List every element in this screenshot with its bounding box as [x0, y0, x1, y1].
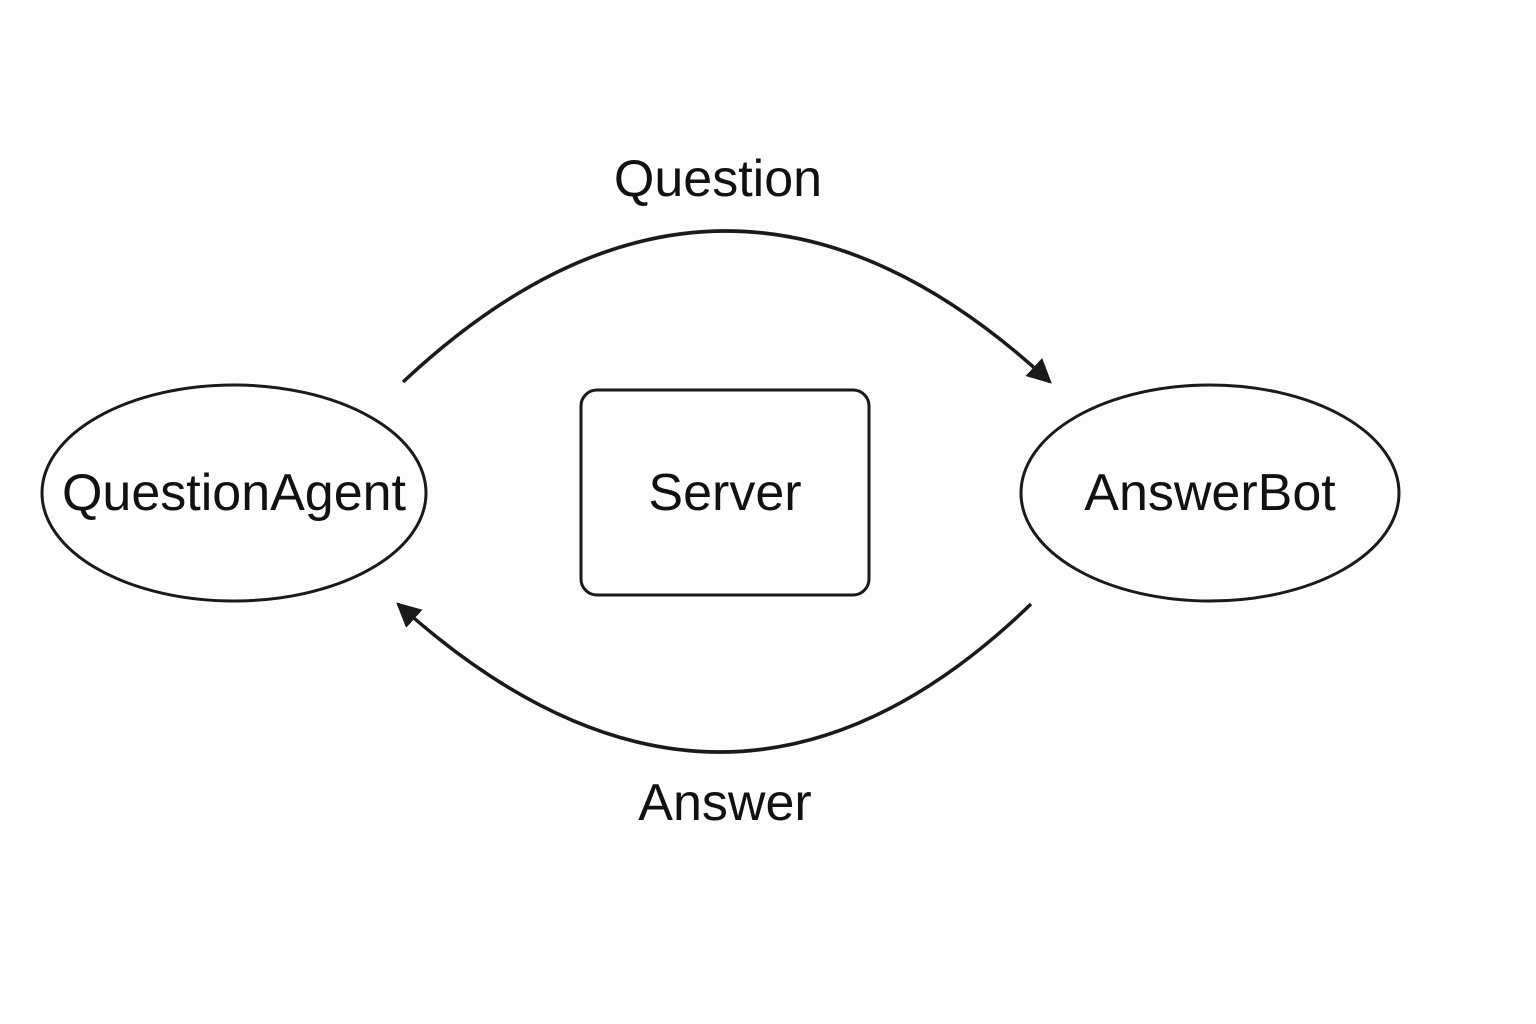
edge-question: Question: [401, 150, 1052, 384]
question-agent-label: QuestionAgent: [62, 464, 407, 522]
node-server: Server: [579, 388, 871, 597]
edge-answer: Answer: [396, 602, 1033, 832]
node-question-agent: QuestionAgent: [40, 383, 428, 603]
answer-bot-label: AnswerBot: [1084, 464, 1336, 522]
question-arrow: [401, 229, 1052, 384]
answer-arrow: [396, 602, 1033, 754]
question-agent-ellipse: [40, 383, 428, 603]
question-edge-label: Question: [614, 150, 822, 208]
answer-bot-ellipse: [1019, 383, 1401, 603]
server-box: [579, 388, 871, 597]
node-answer-bot: AnswerBot: [1019, 383, 1401, 603]
answer-edge-label: Answer: [638, 774, 811, 832]
server-label: Server: [648, 464, 801, 522]
